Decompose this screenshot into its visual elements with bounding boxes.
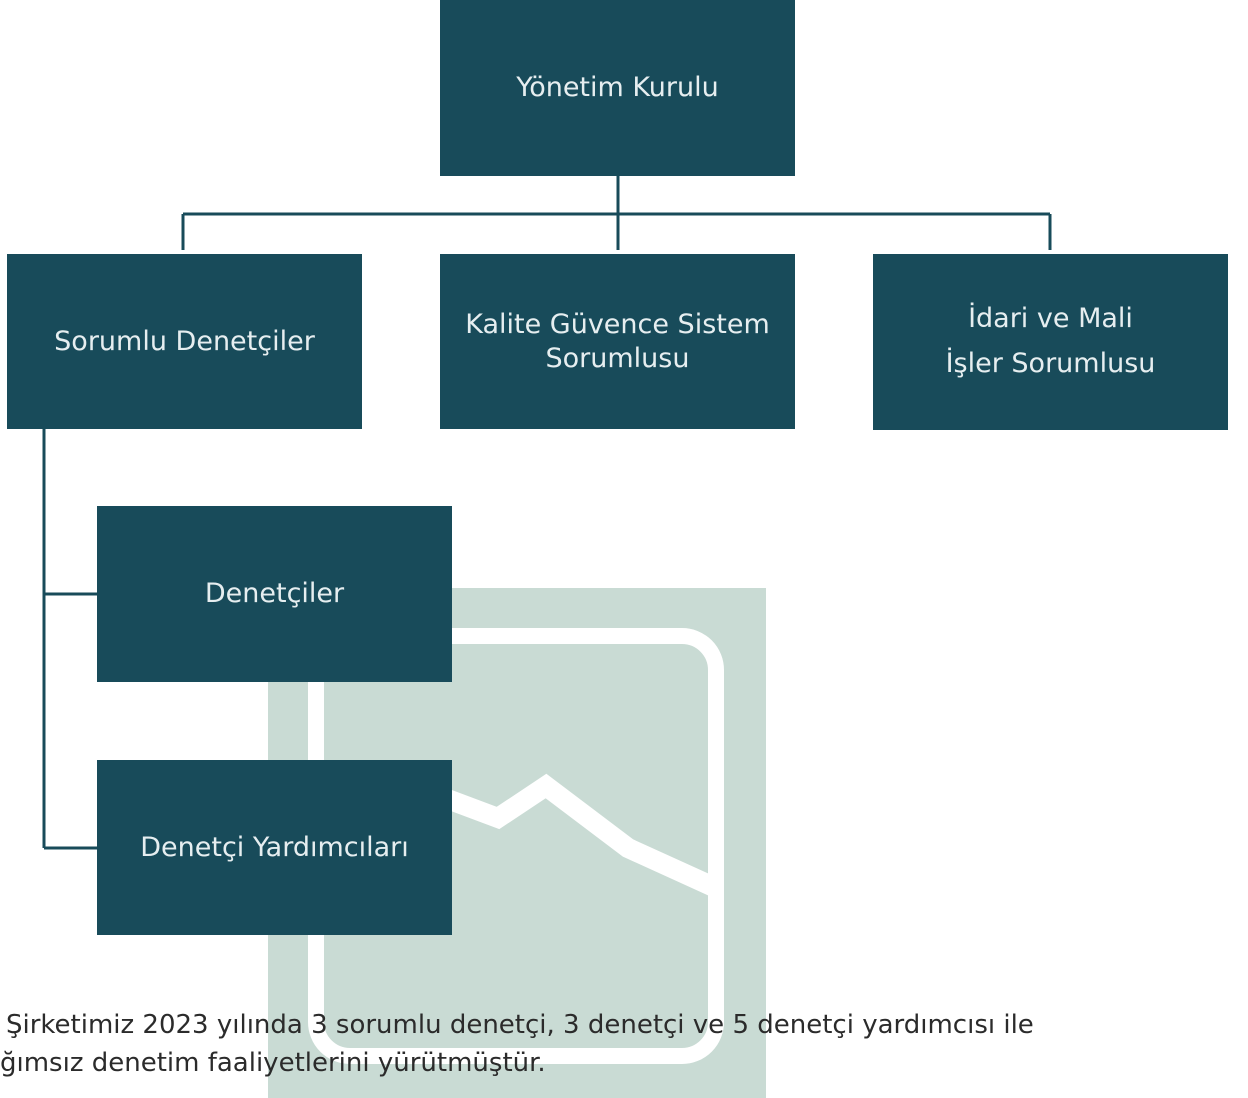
assistant-auditors-box: Denetçi Yardımcıları	[97, 760, 452, 935]
summary-line-2: ğımsız denetim faaliyetlerini yürütmüştü…	[0, 1048, 546, 1078]
board-of-directors-box: Yönetim Kurulu	[440, 0, 795, 176]
responsible-auditors-box: Sorumlu Denetçiler	[7, 254, 362, 429]
auditors-box: Denetçiler	[97, 506, 452, 682]
quality-assurance-box: Kalite Güvence Sistem Sorumlusu	[440, 254, 795, 429]
assistant-auditors-label: Denetçi Yardımcıları	[140, 831, 409, 863]
summary-paragraph: Şirketimiz 2023 yılında 3 sorumlu denetç…	[0, 1006, 1248, 1082]
admin-finance-box: İdari ve Mali İşler Sorumlusu	[873, 254, 1228, 430]
admin-finance-label-line1: İdari ve Mali	[968, 303, 1133, 335]
admin-finance-label-line2: İşler Sorumlusu	[945, 348, 1156, 379]
summary-line-1: Şirketimiz 2023 yılında 3 sorumlu denetç…	[6, 1010, 1034, 1040]
board-of-directors-label: Yönetim Kurulu	[516, 72, 719, 104]
responsible-auditors-label: Sorumlu Denetçiler	[54, 325, 315, 357]
auditors-label: Denetçiler	[204, 578, 345, 610]
quality-assurance-label-line2: Sorumlusu	[545, 342, 690, 374]
quality-assurance-label-line1: Kalite Güvence Sistem	[465, 308, 770, 340]
